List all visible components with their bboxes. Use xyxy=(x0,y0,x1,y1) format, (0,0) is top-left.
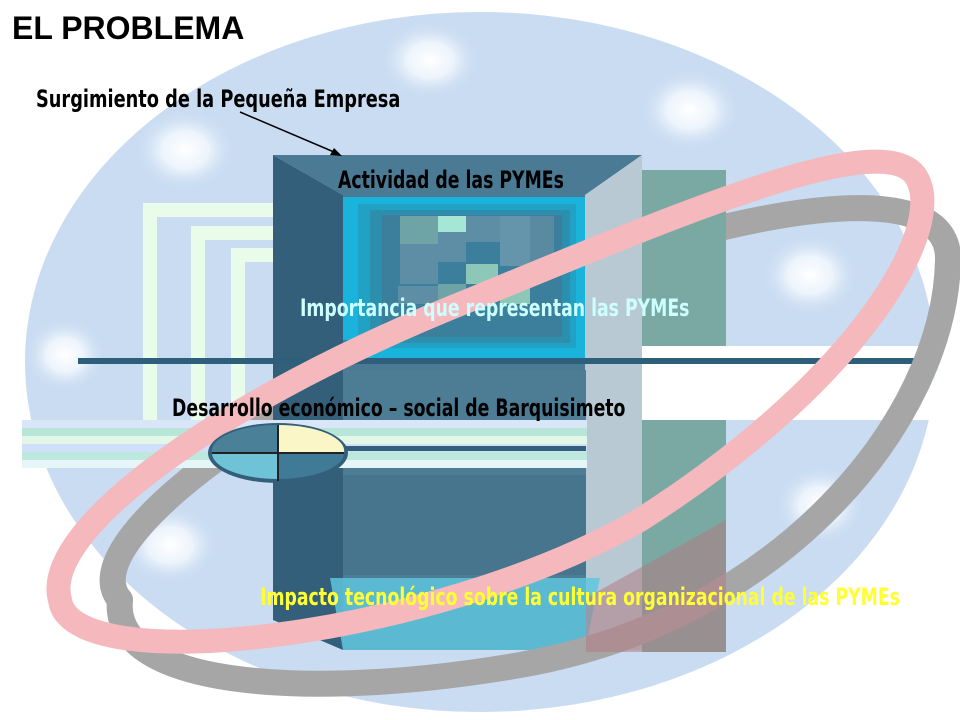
label-surgimiento: Surgimiento de la Pequeña Empresa xyxy=(36,85,401,113)
arrow-icon xyxy=(239,111,342,156)
disc-icon xyxy=(208,423,348,483)
divider-line xyxy=(78,358,938,364)
box-left-face xyxy=(273,155,343,650)
page-title: EL PROBLEMA xyxy=(12,10,245,46)
ring-gray-front xyxy=(106,247,960,697)
ring-pink xyxy=(46,149,935,654)
label-importancia: Importancia que representan las PYMEs xyxy=(300,294,690,322)
ring-overlay xyxy=(586,520,726,652)
label-actividad: Actividad de las PYMEs xyxy=(338,166,564,194)
label-desarrollo: Desarrollo económico – social de Barquis… xyxy=(172,394,626,422)
box-top-face xyxy=(273,155,642,195)
box-base-light xyxy=(330,578,600,650)
label-impacto: Impacto tecnológico sobre la cultura org… xyxy=(250,582,910,612)
label-impacto-text: Impacto tecnológico sobre la cultura org… xyxy=(260,583,900,611)
